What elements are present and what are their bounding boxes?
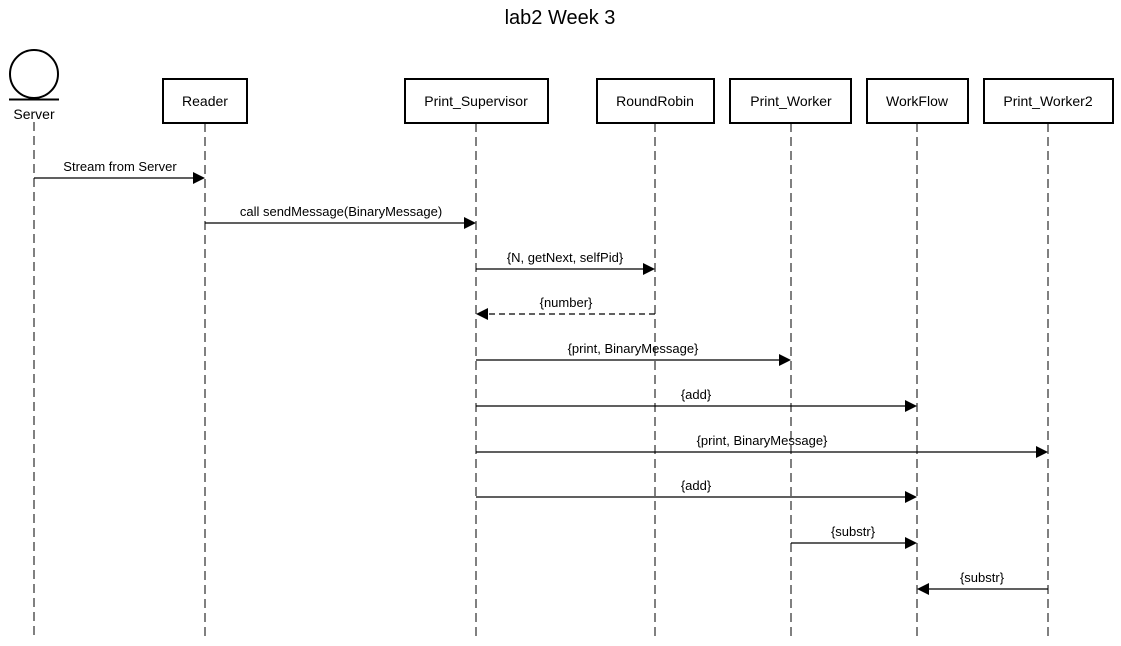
participant-print-supervisor: Print_Supervisor	[404, 78, 549, 124]
arrowhead-icon	[1036, 446, 1048, 458]
message-label: {print, BinaryMessage}	[568, 341, 699, 356]
participant-print-worker: Print_Worker	[729, 78, 852, 124]
message-arrow: {add}	[476, 478, 917, 503]
lifelines	[33, 122, 1049, 640]
arrowhead-icon	[905, 400, 917, 412]
participant-label: Server	[13, 106, 55, 122]
participant-label: Print_Worker	[750, 93, 832, 109]
message-label: call sendMessage(BinaryMessage)	[240, 204, 442, 219]
message-arrow: {number}	[476, 295, 655, 320]
message-label: {add}	[681, 387, 712, 402]
message-arrow: Stream from Server	[34, 159, 205, 184]
message-arrow: {substr}	[917, 570, 1048, 595]
arrowhead-icon	[917, 583, 929, 595]
participant-reader: Reader	[162, 78, 248, 124]
arrowhead-icon	[464, 217, 476, 229]
message-arrow: {add}	[476, 387, 917, 412]
participant-label: Print_Supervisor	[424, 93, 528, 109]
participant-box	[983, 78, 1114, 124]
participant-workflow: WorkFlow	[866, 78, 969, 124]
participant-server: Server	[9, 49, 59, 122]
arrowhead-icon	[476, 308, 488, 320]
participant-box	[866, 78, 969, 124]
participant-roundrobin: RoundRobin	[596, 78, 715, 124]
message-label: Stream from Server	[63, 159, 177, 174]
entity-icon	[9, 49, 59, 99]
participant-box	[596, 78, 715, 124]
participant-box	[162, 78, 248, 124]
participant-label: Print_Worker2	[1003, 93, 1092, 109]
message-label: {number}	[540, 295, 593, 310]
arrowhead-icon	[779, 354, 791, 366]
message-label: {print, BinaryMessage}	[697, 433, 828, 448]
messages: Stream from Server call sendMessage(Binar…	[34, 159, 1048, 595]
arrowhead-icon	[905, 537, 917, 549]
message-arrow: {substr}	[791, 524, 917, 549]
participant-box	[729, 78, 852, 124]
message-arrow: {print, BinaryMessage}	[476, 433, 1048, 458]
arrowhead-icon	[905, 491, 917, 503]
participant-label: RoundRobin	[616, 93, 694, 109]
arrowhead-icon	[193, 172, 205, 184]
message-arrow: {print, BinaryMessage}	[476, 341, 791, 366]
participant-print-worker2: Print_Worker2	[983, 78, 1114, 124]
diagram-title: lab2 Week 3	[505, 7, 616, 29]
participant-label: WorkFlow	[886, 93, 949, 109]
message-label: {add}	[681, 478, 712, 493]
arrowhead-icon	[643, 263, 655, 275]
participant-box	[404, 78, 549, 124]
message-arrow: call sendMessage(BinaryMessage)	[205, 204, 476, 229]
participant-label: Reader	[182, 93, 228, 109]
message-label: {substr}	[960, 570, 1005, 585]
message-label: {N, getNext, selfPid}	[507, 250, 624, 265]
message-label: {substr}	[831, 524, 876, 539]
message-arrow: {N, getNext, selfPid}	[476, 250, 655, 275]
participants: Server Reader Print_Supervisor RoundRobin Pr…	[9, 49, 1114, 124]
